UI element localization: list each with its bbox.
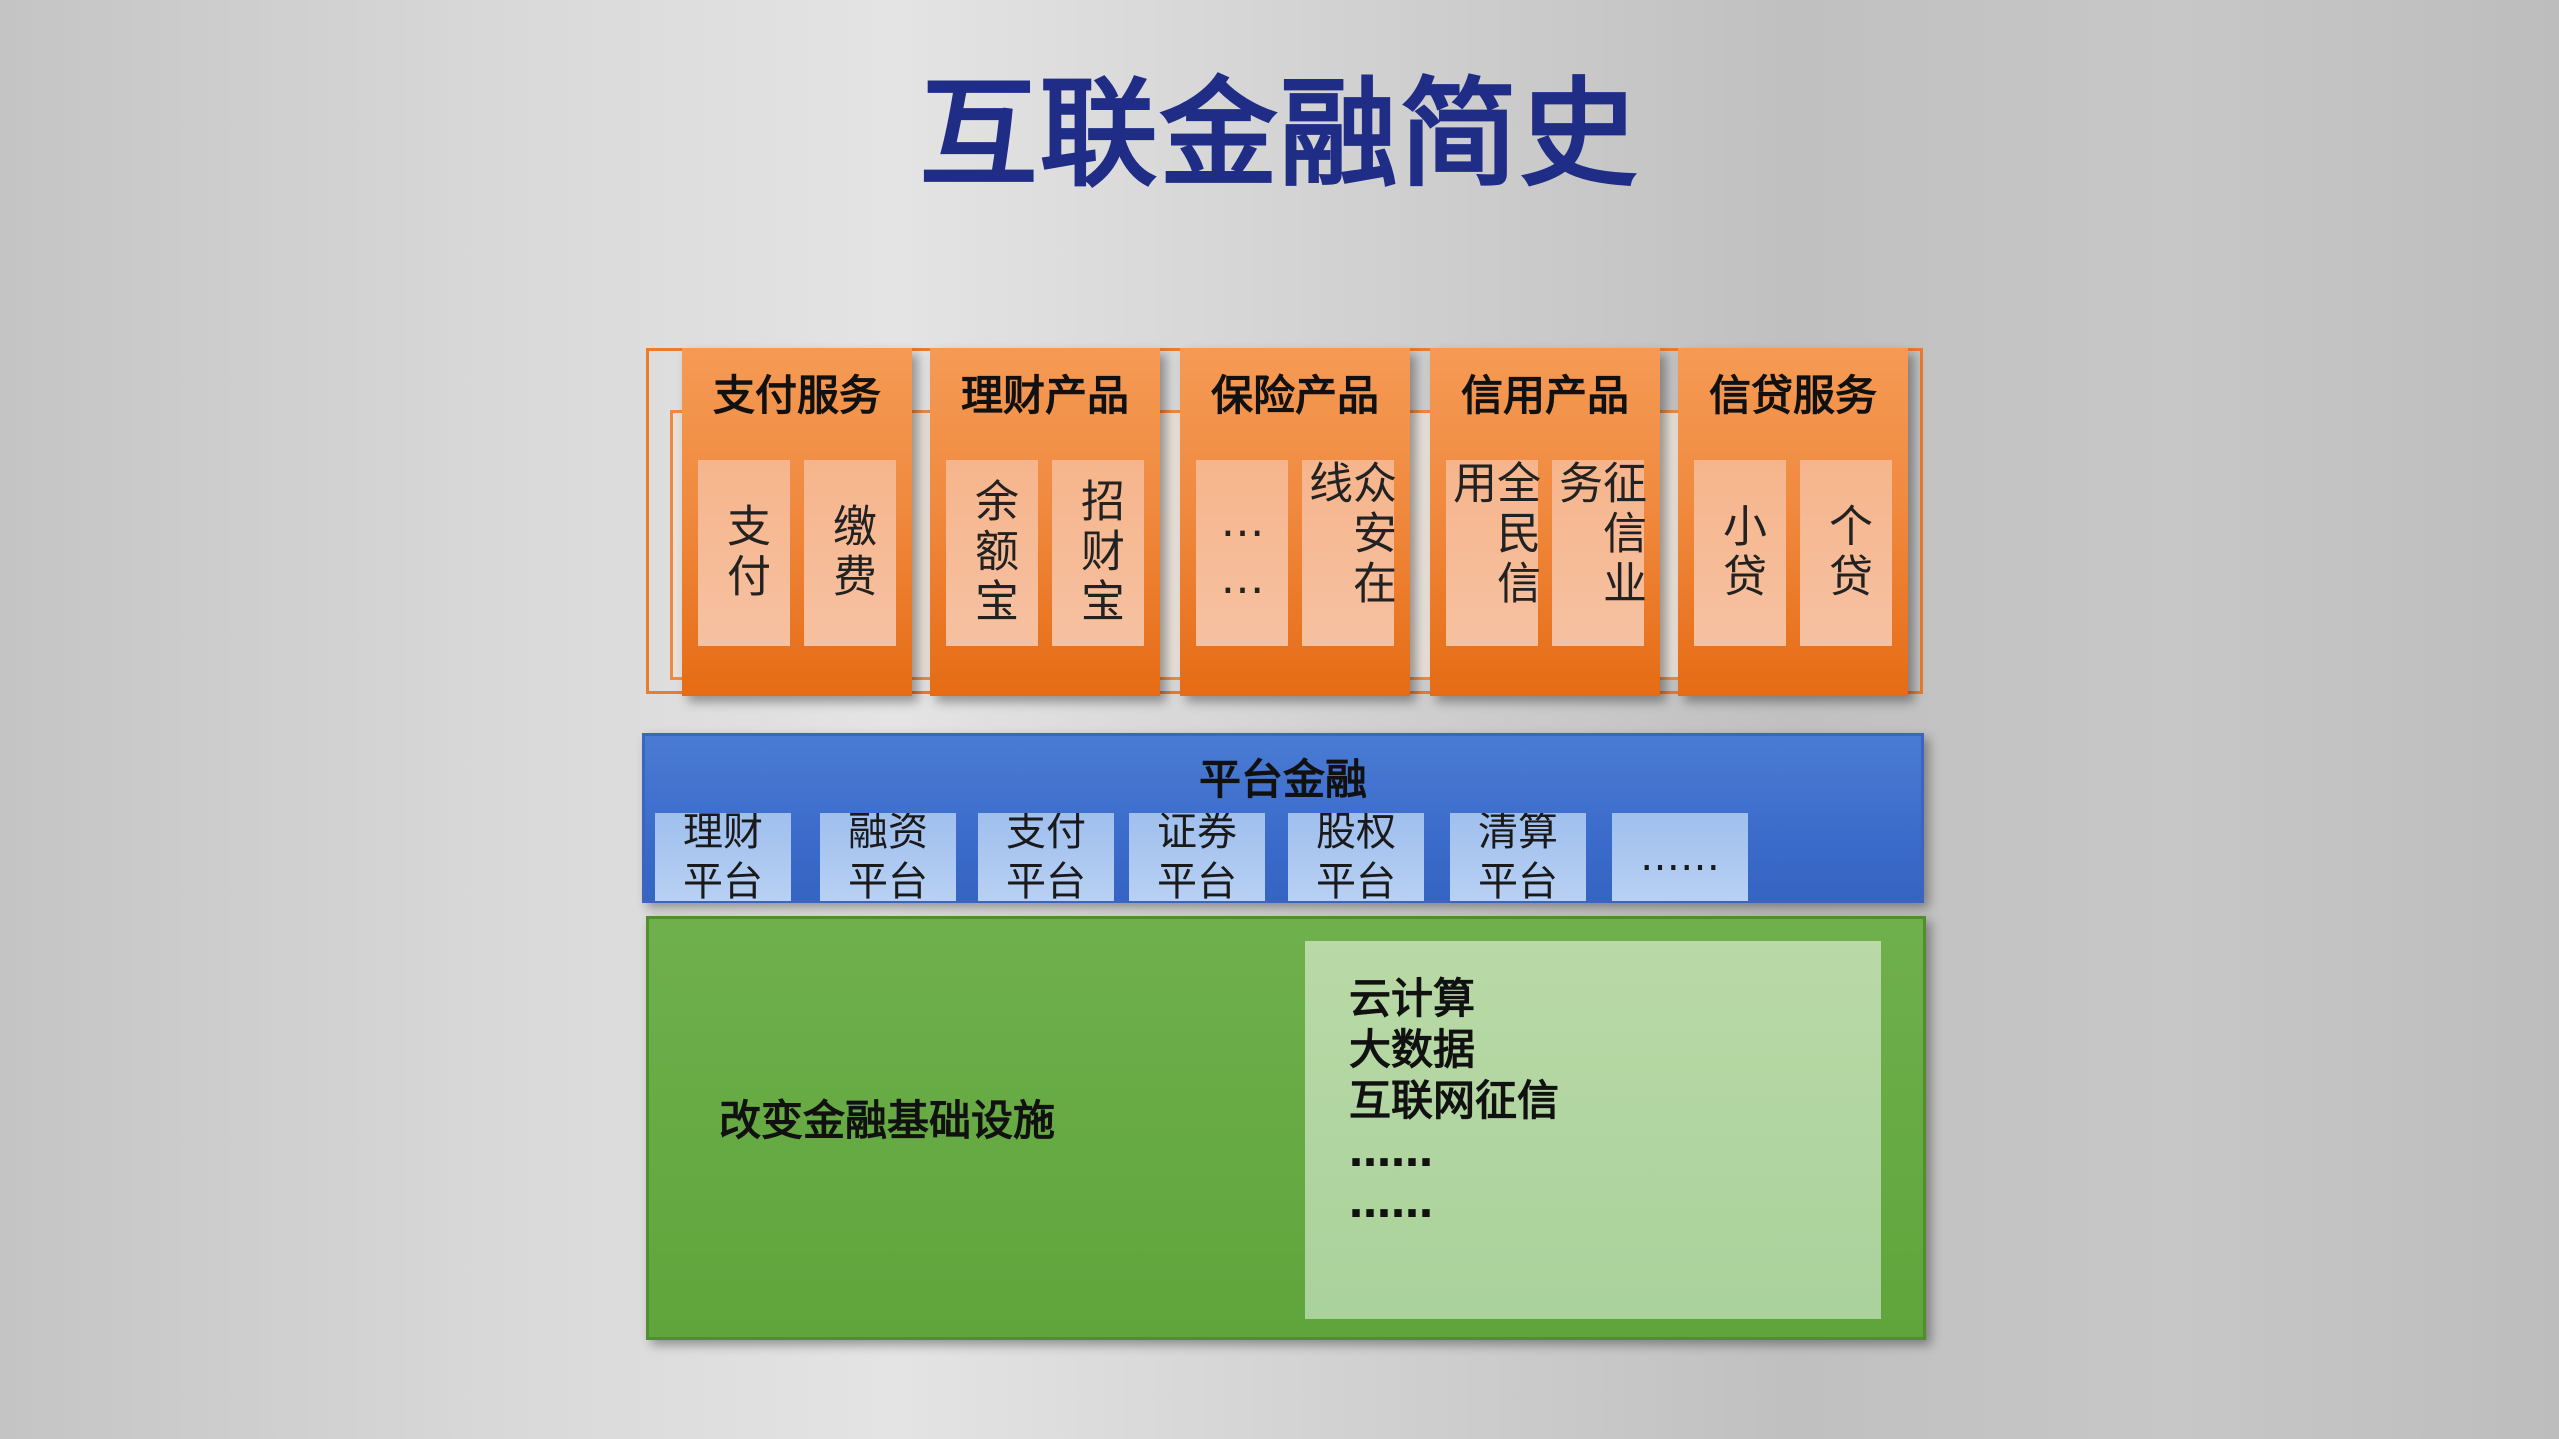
infrastructure-label: 改变金融基础设施 xyxy=(719,1096,1056,1145)
product-cell: 小贷 xyxy=(1694,460,1786,646)
product-cell: 个贷 xyxy=(1800,460,1892,646)
product-column-title: 保险产品 xyxy=(1210,371,1379,420)
platform-layer: 平台金融 理财平台 融资平台 支付平台 证券平台 股权平台 清算平台 …… xyxy=(642,733,1924,903)
platform-item: 股权平台 xyxy=(1288,813,1424,901)
platform-item: 理财平台 xyxy=(655,813,791,901)
infrastructure-tech-box: 云计算 大数据 互联网征信 …… …… xyxy=(1305,941,1881,1319)
product-cell: 余额宝 xyxy=(946,460,1038,646)
infrastructure-tech-item: …… xyxy=(1349,1178,1433,1227)
product-column-title: 信贷服务 xyxy=(1708,371,1877,420)
product-cell: 招财宝 xyxy=(1052,460,1144,646)
product-cell: …… xyxy=(1196,460,1288,646)
infrastructure-layer: 改变金融基础设施 云计算 大数据 互联网征信 …… …… xyxy=(646,916,1926,1340)
product-cell: 众安在线 xyxy=(1301,460,1396,646)
platform-title: 平台金融 xyxy=(1198,755,1367,804)
product-column-wealth: 理财产品 余额宝 招财宝 xyxy=(930,348,1160,696)
product-cell: 缴费 xyxy=(804,460,896,646)
page-title: 互联金融简史 xyxy=(919,65,1640,203)
platform-item: …… xyxy=(1612,813,1748,901)
product-column-credit: 信用产品 全民信用 征信业务 xyxy=(1430,348,1660,696)
infrastructure-tech-item: …… xyxy=(1349,1127,1433,1176)
product-cell: 征信业务 xyxy=(1551,460,1646,646)
product-cell: 支付 xyxy=(698,460,790,646)
platform-item: 支付平台 xyxy=(978,813,1114,901)
product-column-payment: 支付服务 支付 缴费 xyxy=(682,348,912,696)
product-column-title: 理财产品 xyxy=(960,371,1129,420)
infrastructure-tech-item: 互联网征信 xyxy=(1349,1076,1560,1125)
product-column-loan: 信贷服务 小贷 个贷 xyxy=(1678,348,1908,696)
platform-item: 证券平台 xyxy=(1129,813,1265,901)
platform-item: 融资平台 xyxy=(820,813,956,901)
product-column-title: 信用产品 xyxy=(1460,371,1629,420)
product-cell: 全民信用 xyxy=(1445,460,1540,646)
infrastructure-tech-list: 云计算 大数据 互联网征信 …… …… xyxy=(1349,973,1559,1228)
product-column-insurance: 保险产品 …… 众安在线 xyxy=(1180,348,1410,696)
infrastructure-tech-item: 云计算 xyxy=(1349,974,1476,1023)
product-column-title: 支付服务 xyxy=(712,371,881,420)
infrastructure-tech-item: 大数据 xyxy=(1349,1025,1476,1074)
platform-item: 清算平台 xyxy=(1450,813,1586,901)
